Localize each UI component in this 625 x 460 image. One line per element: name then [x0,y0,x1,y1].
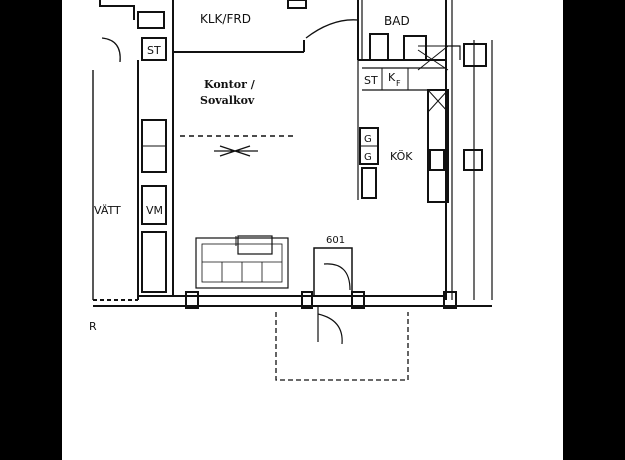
room-label-vm: VM [146,204,163,217]
klk-door-arc [305,19,359,42]
kitchen-hatch [427,89,449,113]
fixture-g1: G [364,134,372,145]
fixture-kf: K [388,71,396,84]
sofa-cushions [202,261,282,282]
laundry-cabinet-2 [141,185,167,225]
wall-column-right [351,291,365,309]
room-label-bad: BAD [384,14,410,28]
laundry-cabinet-3 [141,231,167,293]
room-label-vatt: VÄTT [94,204,121,217]
balcony-door-arc-lower [317,313,343,345]
wall-column-mid [301,291,313,309]
coffee-table [237,235,273,255]
fixture-g2: G [364,152,372,163]
fixture-kf-sub: F [396,79,401,88]
top-left-wall [99,0,135,20]
right-unit-top [463,43,487,67]
floor-plan: KLK/FRD BAD Kontor / Sovalkov KÖK VÄTT V… [89,0,493,381]
hall-st-box [141,37,167,61]
wall-column-far [443,291,457,309]
sofa [195,237,289,289]
bad-hatch [417,45,449,71]
bad-basin [403,35,427,61]
top-left-cabinet [137,11,165,29]
floor-plan-page: KLK/FRD BAD Kontor / Sovalkov KÖK VÄTT V… [62,0,563,460]
shaft-marker [446,45,461,60]
closet-door-arc [101,37,121,63]
balcony-door-frame [313,247,353,297]
wall-column-left [185,291,199,309]
bad-cabinet [369,33,389,61]
fixture-st-bad: ST [364,74,378,87]
kitchen-sink [429,149,445,171]
ceiling-light [214,145,258,157]
fixture-st-hall: ST [147,44,161,57]
right-unit-mid [463,149,483,171]
balcony-outline [275,312,409,381]
edge-letter: R [89,320,97,333]
door-number: 601 [326,235,345,246]
kitchen-column [427,89,449,203]
room-label-sovalkov: Sovalkov [200,94,255,107]
balcony-door-arc-upper [323,263,351,291]
room-label-kok: KÖK [390,150,413,163]
storage-box [287,0,307,9]
fridge [361,167,377,199]
room-label-kontor: Kontor / [204,78,256,91]
room-label-klk-frd: KLK/FRD [200,12,251,26]
